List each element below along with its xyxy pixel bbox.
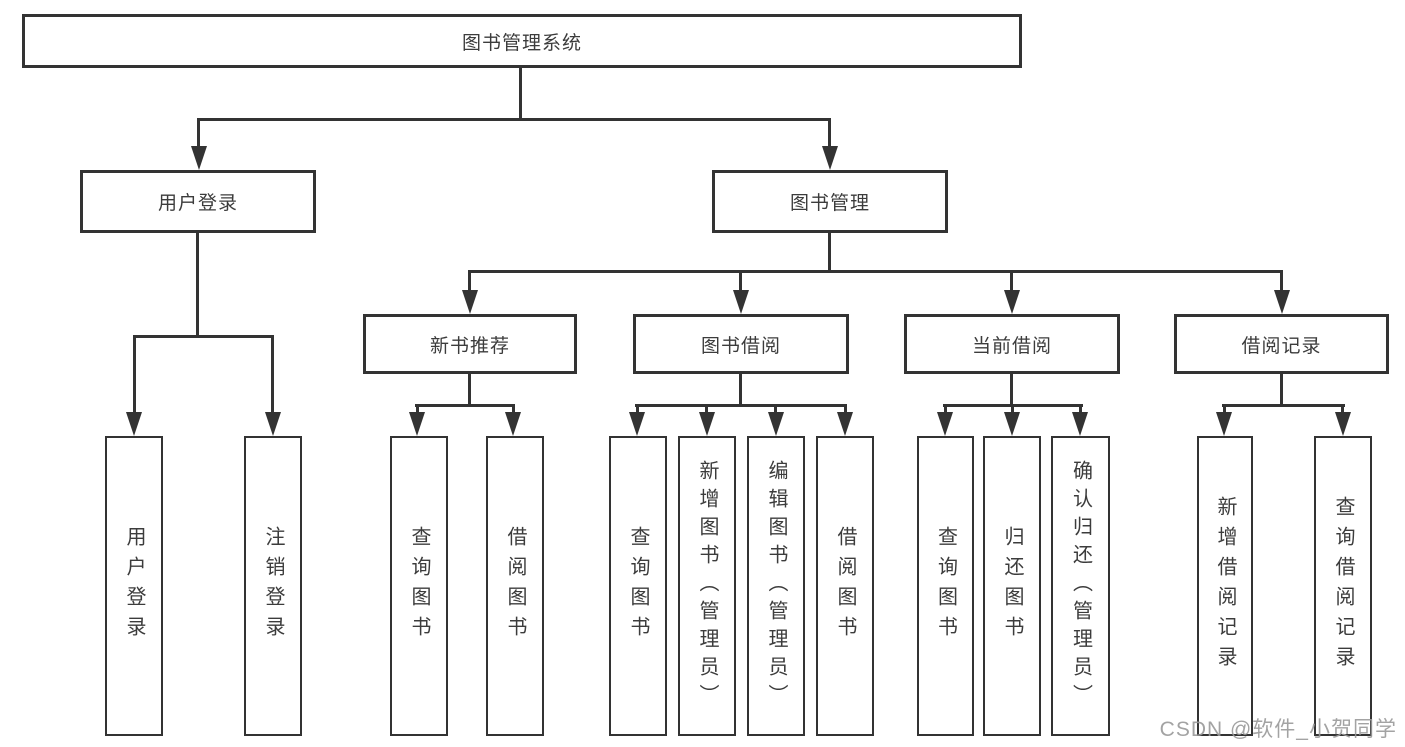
arrowhead-down-icon bbox=[768, 412, 784, 436]
leaf-confirm-return-admin: 确认归还（管理员） bbox=[1051, 436, 1110, 736]
connector-line bbox=[197, 118, 200, 152]
connector-line bbox=[774, 404, 777, 416]
leaf-query-books-recommend: 查询图书 bbox=[390, 436, 448, 736]
csdn-watermark: CSDN @软件_小贺同学 bbox=[1159, 718, 1397, 741]
arrowhead-down-icon bbox=[409, 412, 425, 436]
arrowhead-down-icon bbox=[462, 290, 478, 314]
arrowhead-down-icon bbox=[1335, 412, 1351, 436]
connector-line bbox=[519, 68, 522, 120]
arrowhead-down-icon bbox=[505, 412, 521, 436]
connector-line bbox=[415, 404, 515, 407]
leaf-query-books-borrowing: 查询图书 bbox=[609, 436, 667, 736]
arrowhead-down-icon bbox=[1216, 412, 1232, 436]
connector-line bbox=[1280, 374, 1283, 406]
node-borrowing-records: 借阅记录 bbox=[1174, 314, 1389, 374]
node-root-system: 图书管理系统 bbox=[22, 14, 1022, 68]
connector-line bbox=[944, 404, 947, 416]
leaf-query-borrow-record: 查询借阅记录 bbox=[1314, 436, 1372, 736]
connector-line bbox=[828, 233, 831, 272]
node-user-login-branch: 用户登录 bbox=[80, 170, 316, 233]
leaf-logout: 注销登录 bbox=[244, 436, 302, 736]
connector-line bbox=[468, 270, 471, 296]
connector-line bbox=[1011, 404, 1014, 416]
connector-line bbox=[705, 404, 708, 416]
leaf-borrow-books-recommend: 借阅图书 bbox=[486, 436, 544, 736]
leaf-user-login: 用户登录 bbox=[105, 436, 163, 736]
connector-line bbox=[512, 404, 515, 416]
connector-line bbox=[1222, 404, 1345, 407]
arrowhead-down-icon bbox=[699, 412, 715, 436]
arrowhead-down-icon bbox=[937, 412, 953, 436]
node-book-borrowing: 图书借阅 bbox=[633, 314, 849, 374]
leaf-return-books: 归还图书 bbox=[983, 436, 1041, 736]
arrowhead-down-icon bbox=[1274, 290, 1290, 314]
connector-line bbox=[1223, 404, 1226, 416]
connector-line bbox=[1010, 270, 1013, 296]
arrowhead-down-icon bbox=[629, 412, 645, 436]
connector-line bbox=[844, 404, 847, 416]
connector-line bbox=[468, 270, 1283, 273]
connector-line bbox=[828, 118, 831, 152]
connector-line bbox=[271, 335, 274, 415]
connector-line bbox=[636, 404, 639, 416]
connector-line bbox=[198, 118, 831, 121]
connector-line bbox=[739, 270, 742, 296]
arrowhead-down-icon bbox=[126, 412, 142, 436]
arrowhead-down-icon bbox=[1004, 290, 1020, 314]
node-current-borrowing: 当前借阅 bbox=[904, 314, 1120, 374]
connector-line bbox=[468, 374, 471, 406]
connector-line bbox=[1280, 270, 1283, 296]
arrowhead-down-icon bbox=[1004, 412, 1020, 436]
leaf-add-books-admin: 新增图书（管理员） bbox=[678, 436, 736, 736]
connector-line bbox=[416, 404, 419, 416]
arrowhead-down-icon bbox=[265, 412, 281, 436]
connector-line bbox=[133, 335, 274, 338]
arrowhead-down-icon bbox=[1072, 412, 1088, 436]
node-new-book-recommend: 新书推荐 bbox=[363, 314, 577, 374]
connector-line bbox=[635, 404, 847, 407]
arrowhead-down-icon bbox=[733, 290, 749, 314]
connector-line bbox=[1010, 374, 1013, 406]
connector-line bbox=[133, 335, 136, 415]
connector-line bbox=[196, 233, 199, 337]
arrowhead-down-icon bbox=[822, 146, 838, 170]
connector-line bbox=[1079, 404, 1082, 416]
leaf-edit-books-admin: 编辑图书（管理员） bbox=[747, 436, 805, 736]
arrowhead-down-icon bbox=[191, 146, 207, 170]
leaf-add-borrow-record: 新增借阅记录 bbox=[1197, 436, 1253, 736]
leaf-borrow-books: 借阅图书 bbox=[816, 436, 874, 736]
arrowhead-down-icon bbox=[837, 412, 853, 436]
connector-line bbox=[739, 374, 742, 406]
leaf-query-books-current: 查询图书 bbox=[917, 436, 974, 736]
connector-line bbox=[1341, 404, 1344, 416]
node-book-management-branch: 图书管理 bbox=[712, 170, 948, 233]
